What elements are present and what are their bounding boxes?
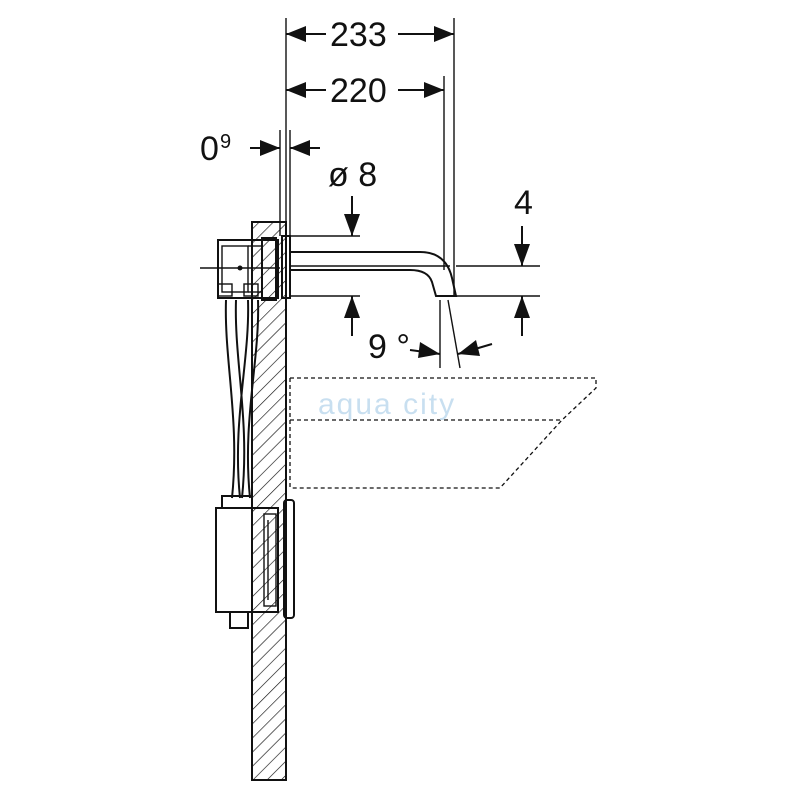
concealed-valve-box [200,237,280,301]
dimension-220-label: 220 [330,72,387,110]
outlet-height-label: 4 [514,184,533,222]
flexible-hoses [224,299,260,499]
watermark: aqua city [318,388,456,421]
extension-lines [279,18,540,369]
dimension-233-label: 233 [330,16,387,54]
dimension-233: 233 [286,16,454,54]
angle-label: 9 ° [368,328,410,366]
dimension-wall-offset: 0 9 [200,130,320,168]
dimension-angle: 9 ° [368,328,493,366]
wall [251,221,287,781]
dimension-220: 220 [286,72,444,110]
spout-rosette [281,235,291,299]
control-box [215,495,295,629]
wall-offset-sup: 9 [220,131,231,153]
spout [290,251,458,297]
dimension-outlet-height: 4 [514,184,533,336]
diameter-label: ø 8 [328,156,377,194]
dimension-diameter: ø 8 [328,156,377,336]
washbasin-outline [289,377,597,489]
wall-offset-label: 0 [200,130,219,168]
